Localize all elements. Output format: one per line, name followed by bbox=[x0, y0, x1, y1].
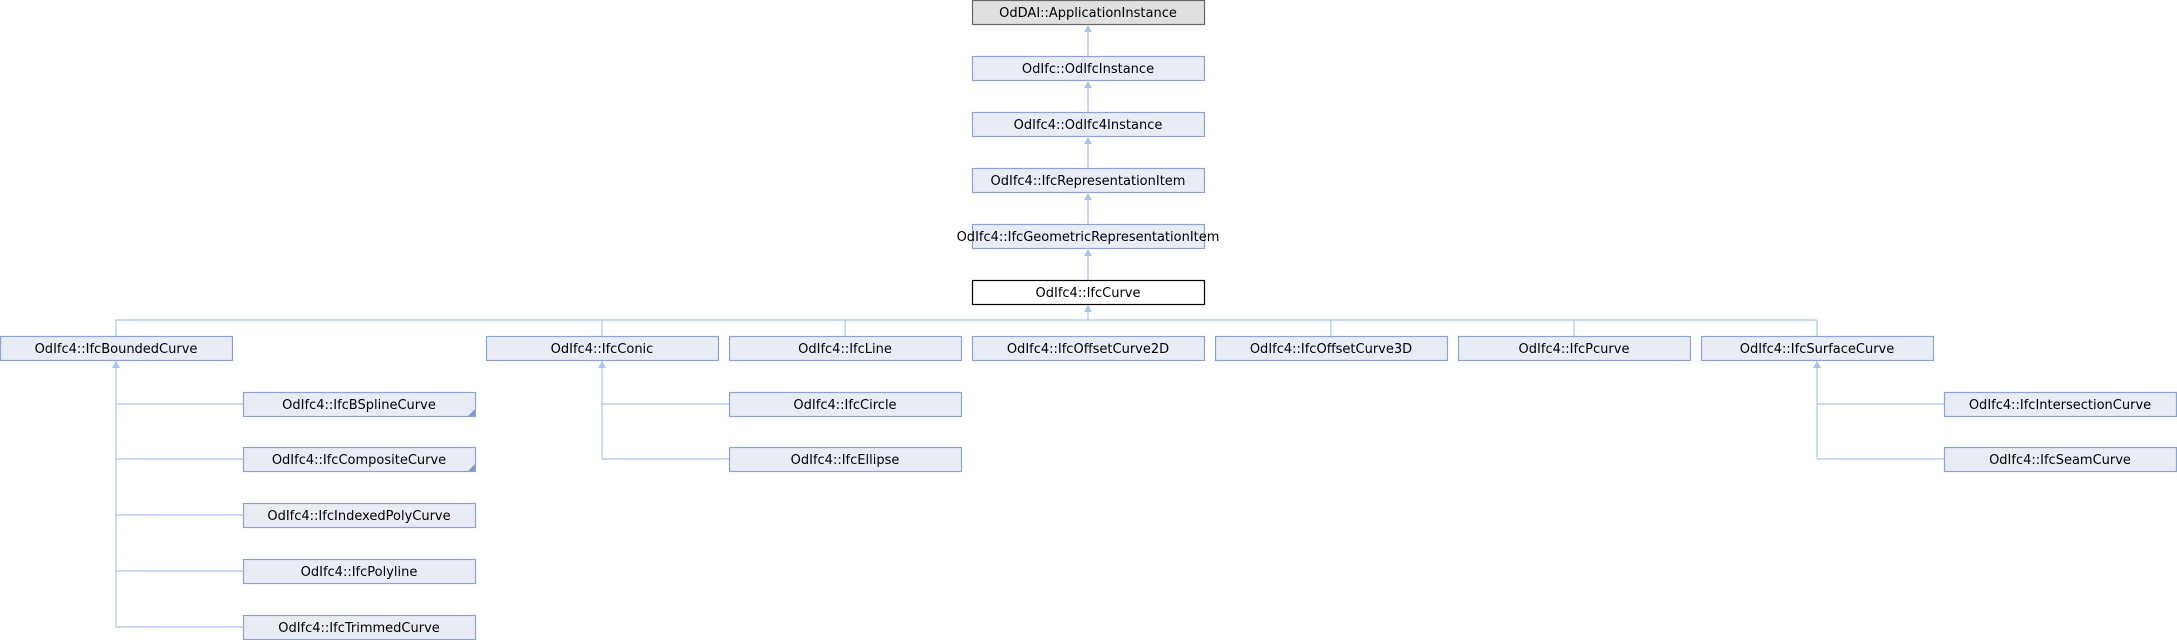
node-label: OdIfc4::IfcCircle bbox=[793, 398, 896, 413]
node-box bbox=[971, 111, 1206, 138]
node-box bbox=[242, 391, 477, 418]
class-node-seam-curve[interactable]: OdIfc4::IfcSeamCurve bbox=[1943, 446, 2177, 473]
arrowhead-icon bbox=[1084, 193, 1092, 200]
node-label: OdIfc4::IfcPolyline bbox=[301, 565, 418, 580]
node-label: OdIfc4::IfcEllipse bbox=[791, 453, 900, 468]
arrowhead-icon bbox=[112, 361, 120, 368]
more-subclasses-corner-icon bbox=[468, 464, 475, 471]
class-node-pcurve[interactable]: OdIfc4::IfcPcurve bbox=[1457, 335, 1692, 362]
class-node-odifc-instance[interactable]: OdIfc::OdIfcInstance bbox=[971, 55, 1206, 82]
node-box bbox=[1943, 391, 2177, 418]
class-node-line[interactable]: OdIfc4::IfcLine bbox=[728, 335, 963, 362]
more-subclasses-corner-icon bbox=[468, 409, 475, 416]
class-node-ifc-curve: OdIfc4::IfcCurve bbox=[971, 279, 1206, 306]
node-box bbox=[971, 167, 1206, 194]
node-label: OdIfc4::IfcGeometricRepresentationItem bbox=[957, 230, 1220, 245]
node-label: OdIfc4::IfcOffsetCurve3D bbox=[1250, 342, 1412, 357]
class-node-indexed-poly-curve[interactable]: OdIfc4::IfcIndexedPolyCurve bbox=[242, 502, 477, 529]
node-box bbox=[1214, 335, 1449, 362]
arrowheads bbox=[112, 25, 1821, 368]
node-box bbox=[0, 335, 234, 362]
class-node-odifc4-instance[interactable]: OdIfc4::OdIfc4Instance bbox=[971, 111, 1206, 138]
arrowhead-icon bbox=[1084, 137, 1092, 144]
node-label: OdIfc4::IfcPcurve bbox=[1519, 342, 1630, 357]
connectors bbox=[115, 30, 1944, 628]
class-node-representation-item[interactable]: OdIfc4::IfcRepresentationItem bbox=[971, 167, 1206, 194]
arrowhead-icon bbox=[598, 361, 606, 368]
class-node-ellipse[interactable]: OdIfc4::IfcEllipse bbox=[728, 446, 963, 473]
node-label: OdIfc4::IfcSeamCurve bbox=[1989, 453, 2131, 468]
node-box bbox=[971, 335, 1206, 362]
node-box bbox=[1943, 446, 2177, 473]
node-box bbox=[1457, 335, 1692, 362]
node-box bbox=[242, 502, 477, 529]
class-node-intersection-curve[interactable]: OdIfc4::IfcIntersectionCurve bbox=[1943, 391, 2177, 418]
arrowhead-icon bbox=[1084, 305, 1092, 312]
node-label: OdIfc4::IfcCompositeCurve bbox=[272, 453, 446, 468]
node-box bbox=[728, 335, 963, 362]
node-label: OdIfc4::IfcConic bbox=[551, 342, 654, 357]
node-box bbox=[971, 55, 1206, 82]
class-node-surface-curve[interactable]: OdIfc4::IfcSurfaceCurve bbox=[1700, 335, 1935, 362]
node-label: OdIfc4::OdIfc4Instance bbox=[1014, 118, 1163, 133]
node-label: OdIfc4::IfcOffsetCurve2D bbox=[1007, 342, 1169, 357]
node-label: OdIfc4::IfcIntersectionCurve bbox=[1969, 398, 2151, 413]
class-node-application-instance[interactable]: OdDAI::ApplicationInstance bbox=[971, 0, 1206, 26]
node-box bbox=[242, 558, 477, 585]
node-label: OdIfc4::IfcRepresentationItem bbox=[991, 174, 1186, 189]
arrowhead-icon bbox=[1084, 25, 1092, 32]
node-label: OdIfc4::IfcBoundedCurve bbox=[35, 342, 198, 357]
node-label: OdDAI::ApplicationInstance bbox=[999, 6, 1177, 21]
node-box bbox=[728, 446, 963, 473]
node-box bbox=[971, 0, 1206, 26]
class-node-composite-curve[interactable]: OdIfc4::IfcCompositeCurve bbox=[242, 446, 477, 473]
class-node-trimmed-curve[interactable]: OdIfc4::IfcTrimmedCurve bbox=[242, 614, 477, 640]
arrowhead-icon bbox=[1084, 81, 1092, 88]
class-node-circle[interactable]: OdIfc4::IfcCircle bbox=[728, 391, 963, 418]
arrowhead-icon bbox=[1813, 361, 1821, 368]
class-node-geometric-representation-item[interactable]: OdIfc4::IfcGeometricRepresentationItem bbox=[957, 223, 1220, 250]
class-node-bspline-curve[interactable]: OdIfc4::IfcBSplineCurve bbox=[242, 391, 477, 418]
node-box bbox=[1700, 335, 1935, 362]
node-box bbox=[728, 391, 963, 418]
node-box bbox=[971, 279, 1206, 306]
class-node-conic[interactable]: OdIfc4::IfcConic bbox=[485, 335, 720, 362]
node-box bbox=[971, 223, 1206, 250]
node-label: OdIfc::OdIfcInstance bbox=[1022, 62, 1154, 77]
node-label: OdIfc4::IfcSurfaceCurve bbox=[1740, 342, 1895, 357]
node-label: OdIfc4::IfcLine bbox=[798, 342, 892, 357]
node-label: OdIfc4::IfcTrimmedCurve bbox=[278, 621, 440, 636]
node-label: OdIfc4::IfcIndexedPolyCurve bbox=[267, 509, 450, 524]
class-node-polyline[interactable]: OdIfc4::IfcPolyline bbox=[242, 558, 477, 585]
node-box bbox=[242, 446, 477, 473]
class-node-bounded-curve[interactable]: OdIfc4::IfcBoundedCurve bbox=[0, 335, 234, 362]
class-node-offset-curve-2d[interactable]: OdIfc4::IfcOffsetCurve2D bbox=[971, 335, 1206, 362]
node-box bbox=[485, 335, 720, 362]
node-label: OdIfc4::IfcCurve bbox=[1036, 286, 1141, 301]
class-node-offset-curve-3d[interactable]: OdIfc4::IfcOffsetCurve3D bbox=[1214, 335, 1449, 362]
arrowhead-icon bbox=[1084, 249, 1092, 256]
node-label: OdIfc4::IfcBSplineCurve bbox=[282, 398, 436, 413]
